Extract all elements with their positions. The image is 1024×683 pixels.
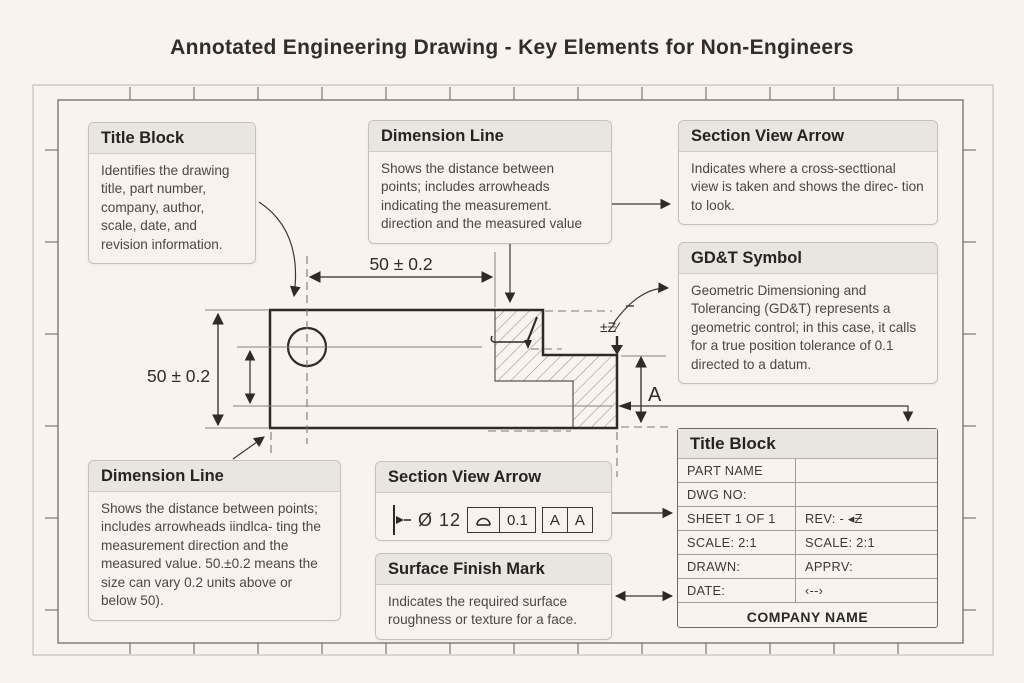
- table-row: PART NAME: [678, 459, 937, 483]
- cell-scale-left: SCALE: 2:1: [678, 531, 796, 555]
- table-row: DATE: ‹--›: [678, 579, 937, 603]
- cell-dwg-no: DWG NO:: [678, 483, 796, 507]
- profile-symbol-icon: [468, 508, 499, 532]
- part-view: [268, 308, 619, 430]
- cell-drawn: DRAWN:: [678, 555, 796, 579]
- title-block-table: Title Block PART NAME DWG NO: SHEET 1 OF…: [677, 428, 938, 628]
- title-block-table-header: Title Block: [678, 429, 937, 459]
- company-name: COMPANY NAME: [746, 608, 869, 625]
- part-outline: [268, 308, 619, 430]
- callout-title-block-body: Identifies the drawing title, part numbe…: [101, 163, 230, 252]
- callout-section-view-arrow-bottom: Section View Arrow Ø 12 0.1 A A: [375, 461, 612, 541]
- dim-height-label: 50 ± 0.2: [147, 366, 210, 386]
- callout-title-block: Title Block Identifies the drawing title…: [88, 122, 256, 265]
- callout-section-view-arrow-top-header: Section View Arrow: [679, 121, 937, 152]
- surface-finish-mark: [490, 316, 538, 349]
- cell-date-value: ‹--›: [796, 579, 937, 603]
- callout-surface-finish-body: Indicates the required surface roughness…: [388, 594, 577, 628]
- datum-a-label: A: [648, 384, 662, 406]
- dimension-lines: [212, 271, 647, 427]
- callout-surface-finish: Surface Finish Mark Indicates the requir…: [375, 553, 612, 640]
- callout-section-view-arrow-top: Section View Arrow Indicates where a cro…: [678, 120, 938, 226]
- section-hatch: [494, 309, 618, 429]
- callout-dimension-line-top-header: Dimension Line: [369, 121, 611, 152]
- svg-text:±Ƶ∕: ±Ƶ∕: [600, 319, 621, 335]
- fcf-datum-b: A: [566, 508, 592, 532]
- page-title: Annotated Engineering Drawing - Key Elem…: [170, 36, 854, 59]
- callout-gdt-symbol-header: GD&T Symbol: [679, 243, 937, 274]
- fcf-tolerance-box: 0.1: [467, 507, 536, 533]
- cell-part-name: PART NAME: [678, 459, 796, 483]
- callout-surface-finish-header: Surface Finish Mark: [376, 554, 611, 585]
- callout-gdt-symbol: GD&T Symbol Geometric Dimensioning and T…: [678, 242, 938, 385]
- hole-circle: [286, 326, 328, 368]
- callout-dimension-line-top: Dimension Line Shows the distance betwee…: [368, 120, 612, 244]
- fcf-diameter: Ø 12: [418, 509, 462, 530]
- callout-dimension-line-bottom-header: Dimension Line: [89, 461, 340, 492]
- callout-section-view-arrow-bottom-header: Section View Arrow: [376, 462, 611, 493]
- fcf-datum-a: A: [549, 511, 560, 529]
- cell-part-name-value: [796, 459, 937, 483]
- cell-sheet: SHEET 1 OF 1: [678, 507, 796, 531]
- table-row: DRAWN: APPRV:: [678, 555, 937, 579]
- dim-width-label: 50 ± 0.2: [369, 254, 432, 274]
- fcf-tolerance-value: 0.1: [499, 508, 535, 532]
- hidden-lines: [270, 256, 668, 477]
- callout-gdt-symbol-body: Geometric Dimensioning and Tolerancing (…: [691, 283, 917, 372]
- extension-lines: [205, 252, 666, 429]
- cell-rev: REV: - ◂Ƶ: [796, 507, 937, 531]
- table-row: SCALE: 2:1 SCALE: 2:1: [678, 531, 937, 555]
- table-row: DWG NO:: [678, 483, 937, 507]
- callout-dimension-line-top-body: Shows the distance between points; inclu…: [381, 161, 583, 232]
- section-arrow-icon: [393, 505, 411, 535]
- table-row: SHEET 1 OF 1 REV: - ◂Ƶ: [678, 507, 937, 531]
- callout-dimension-line-bottom-body: Shows the distance between points; inclu…: [101, 501, 321, 609]
- callout-section-view-arrow-top-body: Indicates where a cross-secttional view …: [691, 161, 924, 213]
- cell-apprv: APPRV:: [796, 555, 937, 579]
- fcf-datum-box: A A: [541, 507, 593, 533]
- callout-dimension-line-bottom: Dimension Line Shows the distance betwee…: [88, 460, 341, 621]
- cell-scale-right: SCALE: 2:1: [796, 531, 937, 555]
- cell-dwg-no-value: [796, 483, 937, 507]
- feature-control-frame: Ø 12 0.1 A A: [376, 493, 611, 540]
- gdt-mark: ±Ƶ∕: [600, 305, 634, 355]
- callout-title-block-header: Title Block: [89, 123, 255, 154]
- cell-date: DATE:: [678, 579, 796, 603]
